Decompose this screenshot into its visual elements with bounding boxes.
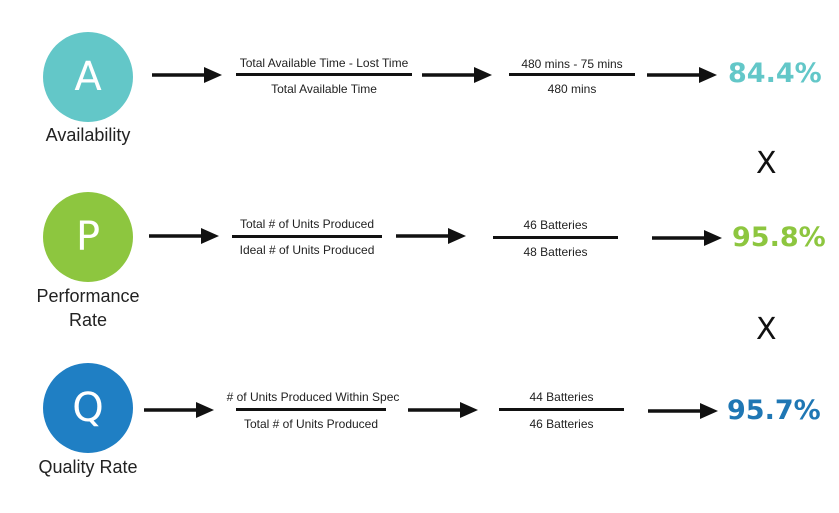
quality-letter: Q: [72, 385, 104, 431]
availability-value-numerator: 480 mins - 75 mins: [521, 57, 623, 71]
performance-label: Performance Rate: [18, 284, 158, 332]
availability-letter: A: [74, 54, 102, 100]
performance-label-line1: Performance: [36, 286, 140, 306]
arrow-right-icon: [149, 228, 219, 244]
performance-value-denominator: 48 Batteries: [523, 245, 588, 259]
performance-result: 95.8%: [732, 222, 826, 253]
availability-formula-denominator: Total Available Time: [271, 82, 377, 96]
arrow-right-icon: [152, 67, 222, 83]
arrow-right-icon: [652, 230, 722, 246]
performance-value-numerator: 46 Batteries: [523, 218, 588, 232]
arrow-right-icon: [648, 403, 718, 419]
quality-formula-denominator: Total # of Units Produced: [243, 417, 379, 431]
arrow-right-icon: [647, 67, 717, 83]
performance-letter: P: [75, 214, 101, 260]
quality-value-bar: [499, 408, 624, 411]
performance-formula-denominator: Ideal # of Units Produced: [239, 243, 375, 257]
availability-label: Availability: [45, 125, 131, 145]
quality-value-numerator: 44 Batteries: [529, 390, 594, 404]
multiply-operator: X: [756, 312, 777, 347]
availability-circle: A: [43, 32, 133, 122]
arrow-right-icon: [422, 67, 492, 83]
availability-formula-bar: [236, 73, 412, 76]
arrow-right-icon: [396, 228, 466, 244]
quality-label: Quality Rate: [38, 457, 138, 477]
performance-formula-numerator: Total # of Units Produced: [239, 217, 375, 231]
arrow-right-icon: [144, 402, 214, 418]
quality-result: 95.7%: [727, 395, 821, 426]
quality-value-denominator: 46 Batteries: [529, 417, 594, 431]
availability-value-bar: [509, 73, 635, 76]
arrow-right-icon: [408, 402, 478, 418]
availability-result: 84.4%: [728, 58, 822, 89]
multiply-operator: X: [756, 146, 777, 181]
quality-circle: Q: [43, 363, 133, 453]
performance-formula-bar: [232, 235, 382, 238]
performance-circle: P: [43, 192, 133, 282]
performance-value-bar: [493, 236, 618, 239]
quality-formula-bar: [236, 408, 386, 411]
availability-formula-numerator: Total Available Time - Lost Time: [239, 56, 409, 70]
quality-formula-numerator: # of Units Produced Within Spec: [226, 390, 400, 404]
performance-label-line2: Rate: [68, 310, 108, 330]
availability-value-denominator: 480 mins: [547, 82, 597, 96]
